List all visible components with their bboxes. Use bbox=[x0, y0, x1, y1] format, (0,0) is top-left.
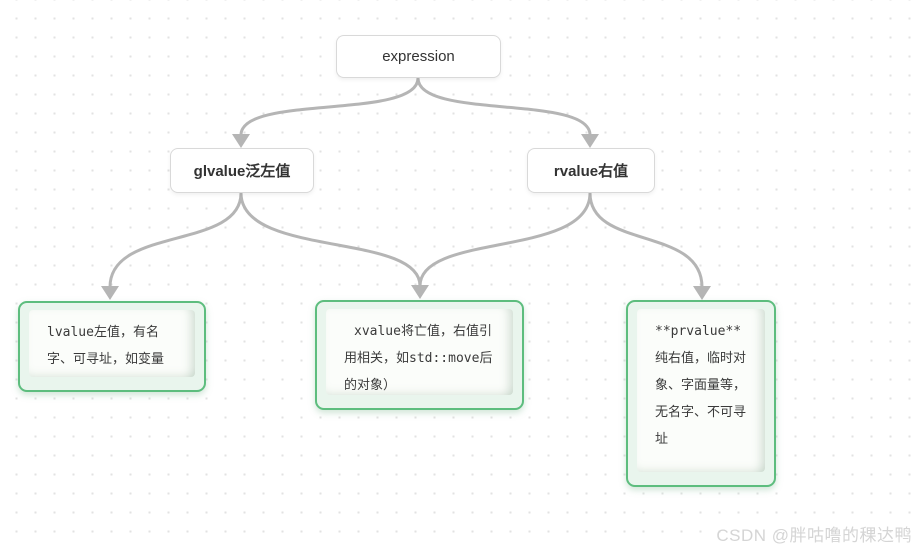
node-xvalue-text: xvalue将亡值，右值引用相关，如std::move后的对象） bbox=[344, 324, 493, 393]
arrowhead-rvalue bbox=[581, 134, 599, 148]
node-xvalue-panel: xvalue将亡值，右值引用相关，如std::move后的对象） bbox=[326, 309, 513, 395]
edge-glvalue-xvalue bbox=[239, 191, 422, 288]
node-prvalue[interactable]: **prvalue**纯右值，临时对象、字面量等，无名字、不可寻址 bbox=[626, 300, 776, 487]
node-lvalue-text: lvalue左值，有名字、可寻址，如变量 bbox=[47, 325, 165, 367]
node-rvalue-label: rvalue右值 bbox=[553, 163, 629, 180]
edge-expression-glvalue bbox=[239, 76, 420, 137]
node-glvalue[interactable]: glvalue泛左值 bbox=[170, 148, 314, 193]
node-prvalue-panel: **prvalue**纯右值，临时对象、字面量等，无名字、不可寻址 bbox=[637, 309, 765, 472]
arrowhead-lvalue bbox=[101, 286, 119, 300]
node-expression[interactable]: expression bbox=[336, 35, 501, 78]
node-lvalue[interactable]: lvalue左值，有名字、可寻址，如变量 bbox=[18, 301, 206, 392]
arrowhead-prvalue bbox=[693, 286, 711, 300]
edge-rvalue-xvalue bbox=[418, 191, 592, 288]
arrowhead-xvalue bbox=[411, 285, 429, 299]
edge-rvalue-prvalue bbox=[588, 191, 704, 289]
edge-expression-rvalue bbox=[416, 76, 592, 137]
arrowhead-glvalue bbox=[232, 134, 250, 148]
csdn-watermark: CSDN @胖咕噜的稞达鸭 bbox=[716, 526, 912, 545]
node-xvalue[interactable]: xvalue将亡值，右值引用相关，如std::move后的对象） bbox=[315, 300, 524, 410]
node-rvalue[interactable]: rvalue右值 bbox=[527, 148, 655, 193]
edge-glvalue-lvalue bbox=[108, 191, 243, 289]
node-prvalue-text: **prvalue**纯右值，临时对象、字面量等，无名字、不可寻址 bbox=[655, 324, 747, 447]
node-expression-label: expression bbox=[382, 48, 455, 65]
node-lvalue-panel: lvalue左值，有名字、可寻址，如变量 bbox=[29, 310, 195, 377]
node-glvalue-label: glvalue泛左值 bbox=[193, 163, 291, 180]
